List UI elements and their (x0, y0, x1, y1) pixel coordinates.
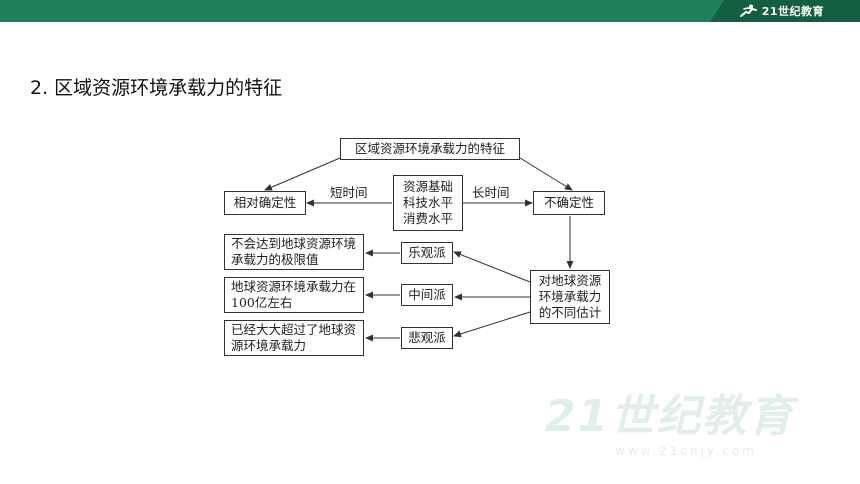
brand-logo: 21世纪教育 (738, 3, 824, 19)
node-optimist-desc: 不会达到地球资源环境承载力的极限值 (224, 234, 364, 270)
runner-logo-icon (739, 4, 757, 17)
node-pessimist: 悲观派 (401, 327, 453, 349)
label-short-time: 短时间 (330, 185, 368, 200)
node-factors: 资源基础 科技水平 消费水平 (393, 175, 463, 231)
top-bar: 21世纪教育 (0, 0, 860, 22)
node-pessimist-desc: 已经大大超过了地球资源环境承载力 (224, 320, 364, 356)
arrow-root-to-relative (264, 157, 341, 191)
label-long-time: 长时间 (472, 185, 510, 200)
watermark-url: www.21cnjy.com (615, 444, 757, 458)
node-middle-desc: 地球资源环境承载力在100亿左右 (224, 277, 364, 313)
watermark: 21世纪教育 www.21cnjy.com (545, 380, 794, 458)
brand-text: 21世纪教育 (761, 5, 824, 18)
node-uncertainty: 不确定性 (533, 191, 605, 215)
node-optimist: 乐观派 (401, 242, 453, 264)
watermark-brand: 21世纪教育 (545, 391, 795, 442)
arrow-root-to-uncertain (519, 157, 573, 191)
node-root: 区域资源环境承载力的特征 (340, 138, 520, 160)
node-relative-certainty: 相对确定性 (224, 191, 306, 215)
arrow-estimates-to-optimist (453, 251, 531, 283)
arrow-estimates-to-pessimist (453, 311, 531, 338)
node-estimates: 对地球资源 环境承载力 的不同估计 (530, 270, 610, 324)
node-middle: 中间派 (401, 284, 453, 306)
top-bar-brand-area (710, 0, 860, 22)
slide-title: 2. 区域资源环境承载力的特征 (30, 77, 283, 99)
